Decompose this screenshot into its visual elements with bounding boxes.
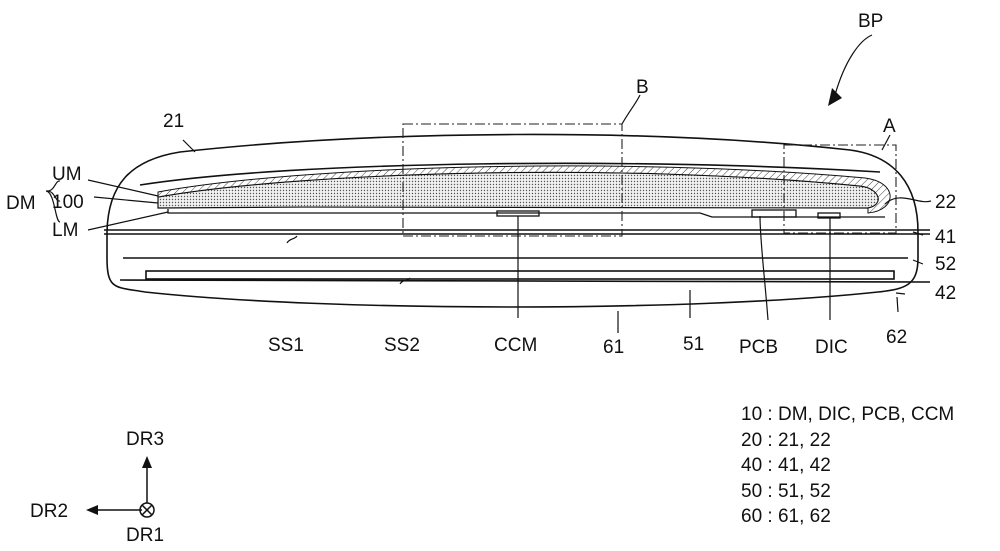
label-100: 100: [52, 192, 84, 213]
label-22: 22: [935, 192, 956, 213]
label-51: 51: [683, 334, 704, 355]
legend-line: 50 : 51, 52: [741, 479, 954, 505]
reference-legend: 10 : DM, DIC, PCB, CCM 20 : 21, 22 40 : …: [741, 402, 954, 530]
legend-line: 10 : DM, DIC, PCB, CCM: [741, 402, 954, 428]
label-ss1: SS1: [268, 335, 304, 356]
label-lm: LM: [52, 220, 78, 241]
label-dr1: DR1: [126, 525, 164, 546]
label-41: 41: [935, 227, 956, 248]
label-ccm: CCM: [494, 335, 537, 356]
label-dr3: DR3: [126, 429, 164, 450]
label-42: 42: [935, 283, 956, 304]
dr3-arrow-icon: [142, 456, 152, 468]
legend-line: 60 : 61, 62: [741, 504, 954, 530]
dr2-arrow-icon: [86, 505, 98, 515]
legend-line: 40 : 41, 42: [741, 453, 954, 479]
pcb-board: [752, 210, 796, 217]
label-um: UM: [52, 164, 82, 185]
label-ss2: SS2: [384, 335, 420, 356]
label-61: 61: [603, 337, 624, 358]
label-52: 52: [935, 254, 956, 275]
label-b: B: [636, 77, 649, 98]
label-pcb: PCB: [739, 337, 778, 358]
label-dic: DIC: [815, 337, 848, 358]
plate-51-shape: [146, 271, 894, 279]
label-62: 62: [886, 327, 907, 348]
label-a: A: [883, 116, 896, 137]
legend-line: 20 : 21, 22: [741, 428, 954, 454]
label-dr2: DR2: [30, 501, 68, 522]
label-21: 21: [163, 111, 184, 132]
lower-housing-shape: [107, 232, 918, 307]
label-dm: DM: [6, 193, 36, 214]
label-bp: BP: [858, 11, 883, 32]
